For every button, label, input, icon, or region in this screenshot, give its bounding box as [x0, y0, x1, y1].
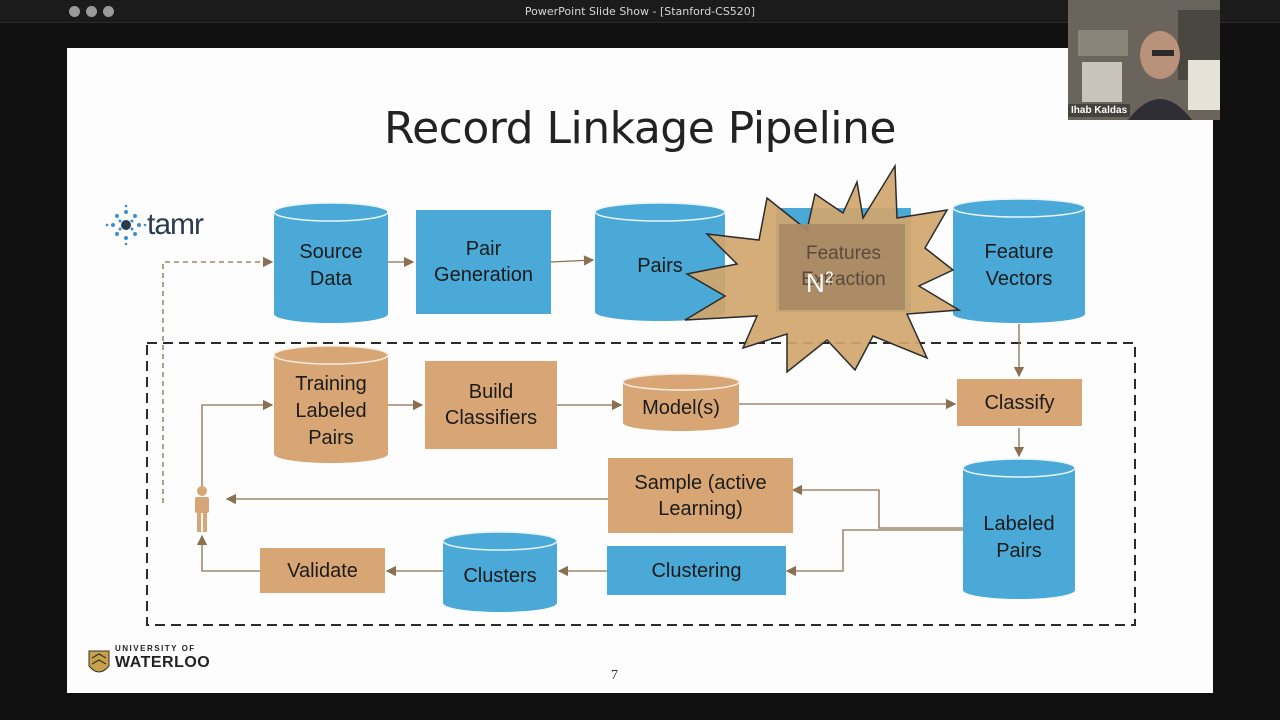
clusters-cylinder	[442, 531, 558, 612]
zoom-window-button[interactable]	[103, 6, 114, 17]
n-squared-label: N2	[806, 268, 834, 298]
window-title: PowerPoint Slide Show - [Stanford-CS520]	[524, 5, 756, 18]
pipeline-diagram	[88, 198, 1136, 673]
clustering-box: Clustering	[607, 546, 786, 595]
slide-page-number: 7	[611, 668, 618, 683]
training-labeled-pairs-cylinder	[273, 345, 389, 463]
tamr-logo-text: tamr	[147, 208, 204, 241]
domain-expert-person-icon	[195, 486, 209, 532]
waterloo-shield-icon	[88, 650, 110, 673]
validate-box: Validate	[260, 548, 385, 593]
models-cylinder	[622, 373, 740, 431]
arrow-validate-to-expert	[196, 534, 260, 572]
feedback-loop-boundary	[146, 342, 1136, 626]
close-window-button[interactable]	[69, 6, 80, 17]
university-of-label: UNIVERSITY OF	[115, 644, 196, 653]
pairs-label: Pairs	[637, 254, 683, 277]
training-labeled-pairs-label: Training Labeled Pairs	[295, 372, 367, 449]
feature-vectors-cylinder	[952, 198, 1086, 323]
arrow-labeled-to-clustering	[785, 529, 963, 577]
labeled-pairs-label: Labeled Pairs	[983, 513, 1055, 562]
feature-vectors-label: Feature Vectors	[984, 241, 1054, 290]
clusters-label: Clusters	[463, 564, 537, 587]
arrow-pair-gen-to-pairs	[550, 255, 595, 266]
arrow-expert-to-source-dashed	[162, 256, 274, 503]
minimize-window-button[interactable]	[86, 6, 97, 17]
slide[interactable]: Record Linkage Pipeline tamr	[67, 48, 1213, 693]
pair-generation-box: Pair Generation	[416, 210, 551, 314]
labeled-pairs-cylinder	[962, 458, 1076, 599]
participant-name: Ihab Kaldas	[1068, 104, 1131, 117]
tamr-logo-icon	[105, 204, 147, 246]
arrow-expert-to-training	[201, 399, 274, 486]
build-classifiers-box: Build Classifiers	[425, 361, 557, 449]
features-extraction-overlay-label: Features Extraction	[801, 243, 886, 290]
participant-video-tile[interactable]: Ihab Kaldas	[1068, 0, 1220, 120]
window-titlebar: PowerPoint Slide Show - [Stanford-CS520]	[0, 0, 1280, 23]
classify-box: Classify	[957, 379, 1082, 426]
models-label: Model(s)	[642, 396, 720, 419]
source-data-cylinder	[273, 202, 389, 323]
participant-video-feed	[1068, 0, 1220, 120]
arrow-labeled-to-sample	[791, 484, 963, 529]
slide-title: Record Linkage Pipeline	[384, 103, 897, 154]
waterloo-label: WATERLOO	[115, 654, 211, 671]
sample-active-learning-box: Sample (active Learning)	[608, 458, 793, 533]
source-data-label: Source Data	[299, 241, 363, 290]
